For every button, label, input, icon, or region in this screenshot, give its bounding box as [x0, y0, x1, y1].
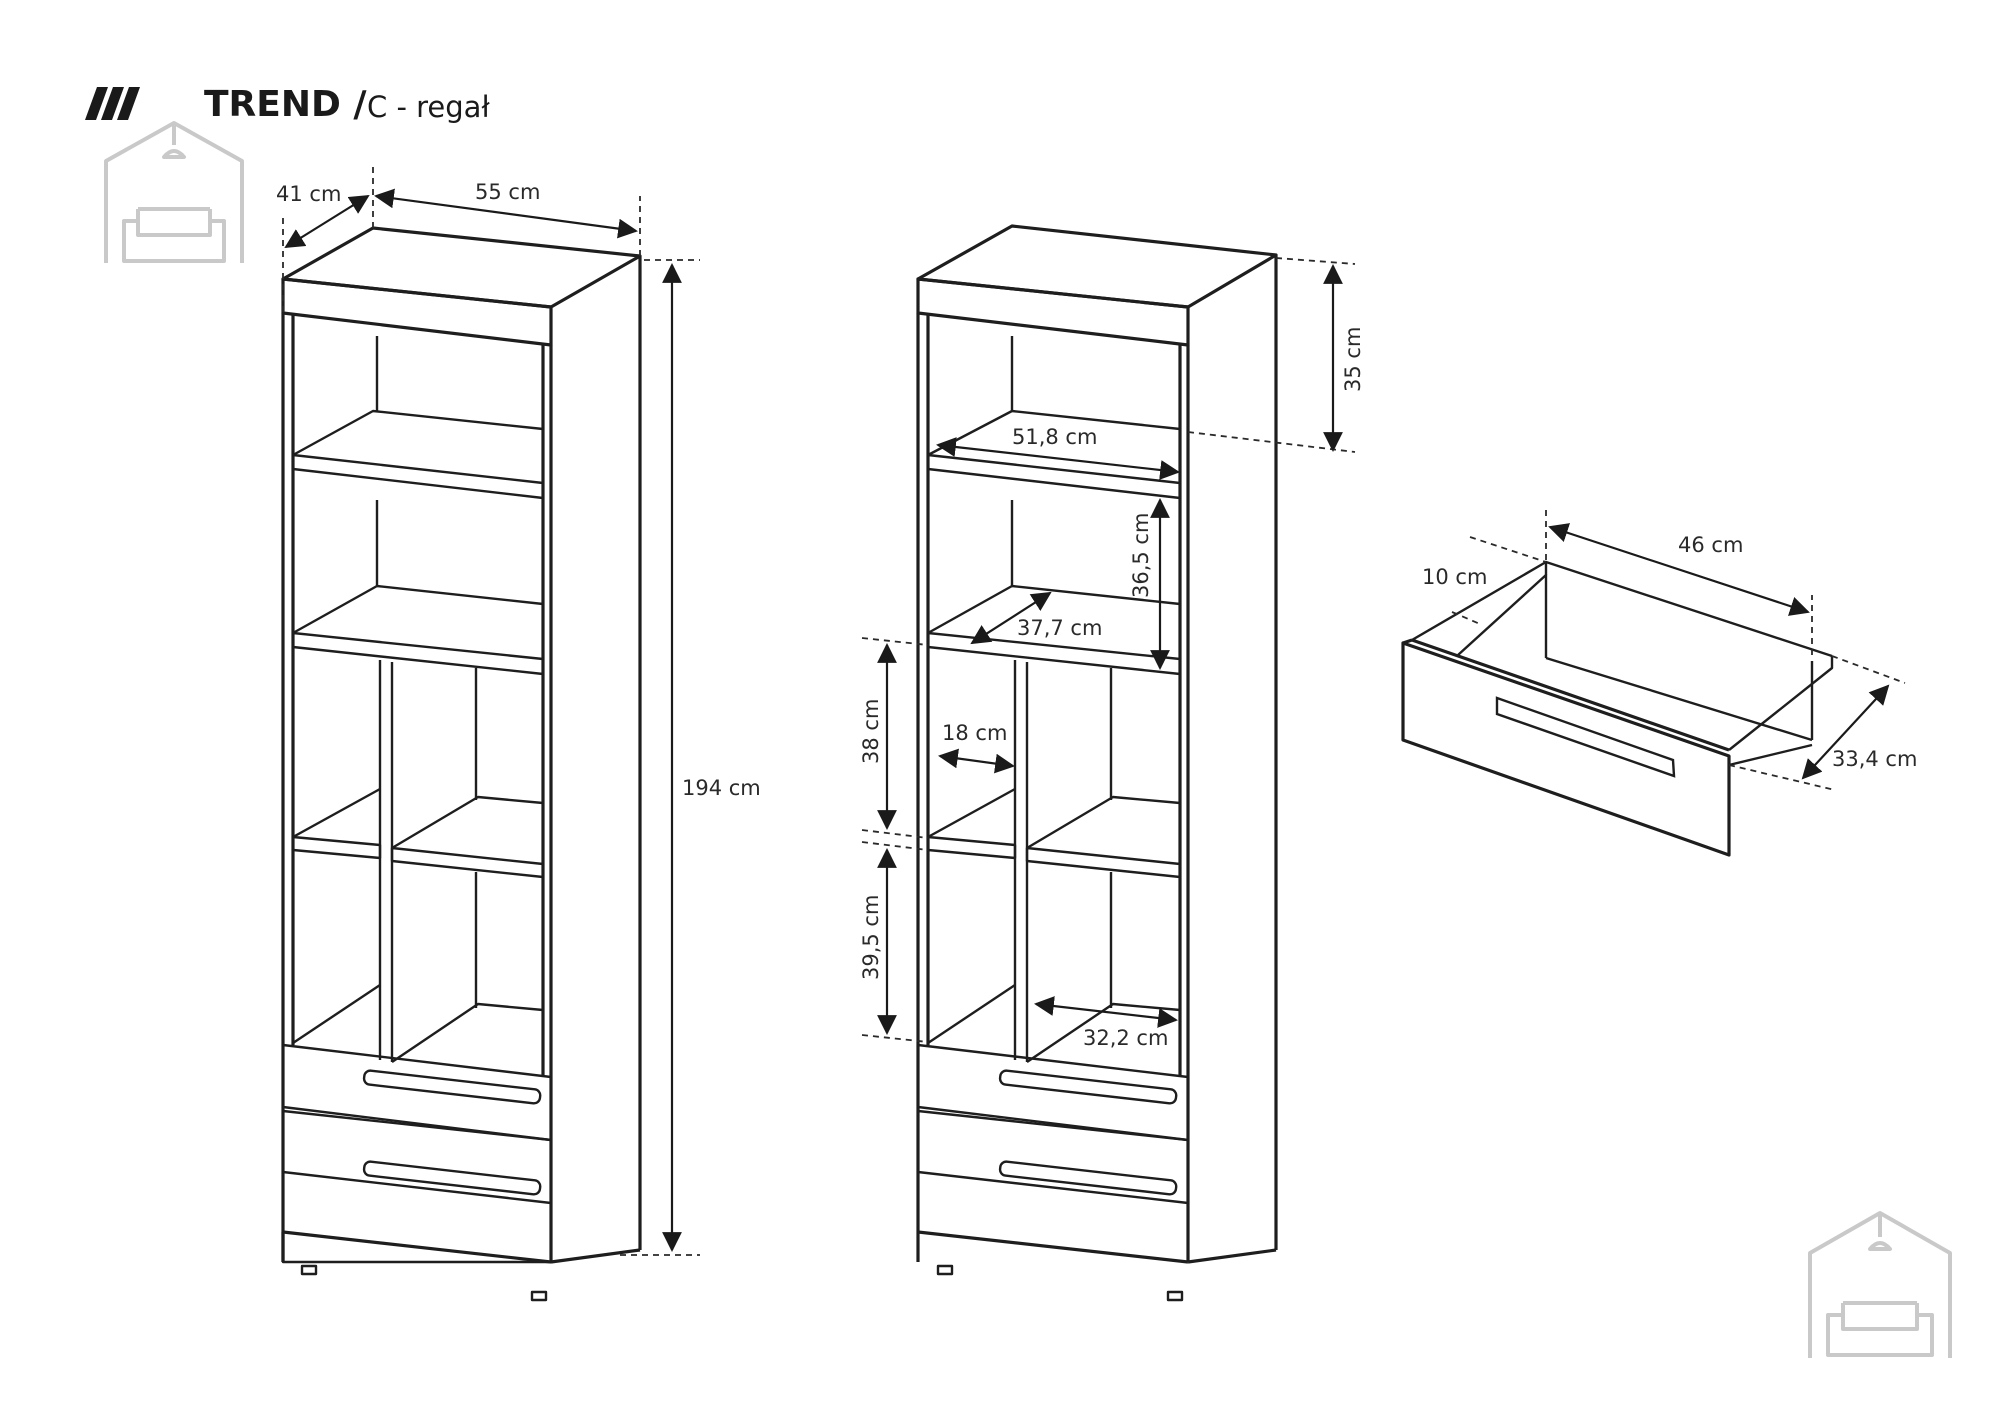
cabinet2-dimension-lines: [861, 257, 1356, 1043]
dimension-depth-label: 41 cm: [276, 182, 341, 206]
dimension-drawer-depth-label: 33,4 cm: [1832, 747, 1917, 771]
product-subtitle: C - regał: [367, 90, 490, 124]
dimension-shelf-depth-label: 37,7 cm: [1017, 616, 1102, 640]
dimension-shelf-gap-label: 36,5 cm: [1129, 513, 1153, 598]
drawer-view: [1401, 560, 1834, 857]
dimension-drawer-width-label: 46 cm: [1678, 533, 1743, 557]
dimension-divider-width-label: 18 cm: [942, 721, 1007, 745]
bookcase-inner-dimensions-view: [916, 224, 1278, 1302]
brand-title: TREND /: [204, 84, 367, 125]
title-slashes-icon: [85, 87, 140, 120]
dimension-height-label: 194 cm: [682, 776, 761, 800]
house-sofa-logo-icon: [104, 121, 244, 263]
cabinet1-dimension-lines: [282, 162, 700, 1256]
dimension-drawer-height-label: 10 cm: [1422, 565, 1487, 589]
dimension-compartment-width-label: 32,2 cm: [1083, 1026, 1168, 1050]
dimension-compartment-upper-label: 38 cm: [859, 699, 883, 764]
dimension-top-section-label: 35 cm: [1341, 327, 1365, 392]
bookcase-front-view: [281, 226, 642, 1302]
dimension-compartment-lower-label: 39,5 cm: [859, 895, 883, 980]
dimension-width-label: 55 cm: [475, 180, 540, 204]
drawer-dimension-lines: [1451, 510, 1906, 791]
dimension-inner-width-label: 51,8 cm: [1012, 425, 1097, 449]
house-sofa-logo-icon: [1808, 1211, 1952, 1358]
